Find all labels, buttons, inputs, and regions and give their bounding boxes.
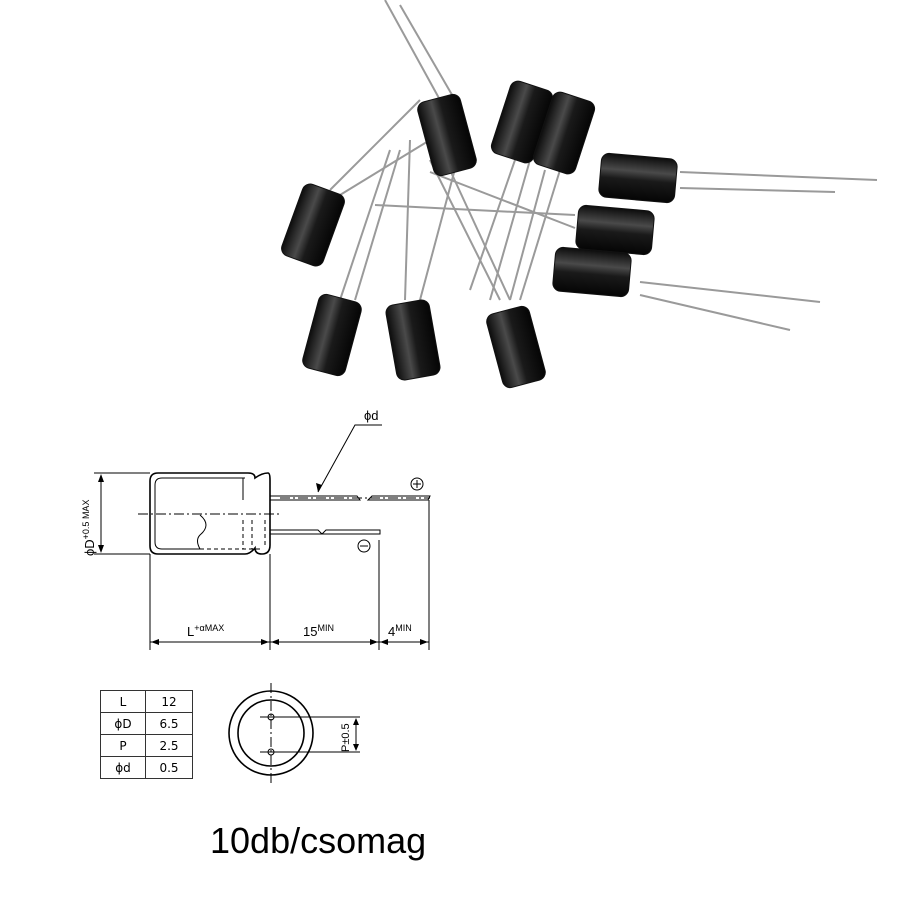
capacitor bbox=[385, 299, 441, 381]
spec-key: P bbox=[100, 734, 146, 757]
pitch-label: P±0.5 bbox=[340, 723, 352, 752]
spec-value: 12 bbox=[145, 690, 193, 713]
spec-key: ϕd bbox=[100, 756, 146, 779]
capacitor bbox=[486, 305, 546, 389]
capacitors bbox=[281, 80, 678, 389]
quantity-caption: 10db/csomag bbox=[210, 820, 427, 861]
capacitor bbox=[575, 204, 655, 256]
capacitor bbox=[417, 93, 477, 177]
spec-value: 0.5 bbox=[145, 756, 193, 779]
capacitor bbox=[281, 183, 345, 267]
capacitor-leads bbox=[329, 0, 878, 331]
length-dimension: L+αMAX bbox=[187, 623, 224, 639]
spec-value: 2.5 bbox=[145, 734, 193, 757]
spec-value: 6.5 bbox=[145, 712, 193, 735]
capacitor bbox=[532, 91, 596, 175]
positive-terminal-icon bbox=[410, 477, 424, 491]
lead-length-dimension: 15MIN bbox=[303, 623, 334, 639]
spec-key: ϕD bbox=[100, 712, 146, 735]
capacitor-photo bbox=[281, 0, 878, 389]
lead-offset-dimension: 4MIN bbox=[388, 623, 412, 639]
negative-terminal-icon bbox=[357, 539, 371, 553]
capacitor bbox=[302, 293, 362, 377]
lead-diameter-label: ϕd bbox=[364, 408, 379, 423]
spec-key: L bbox=[100, 690, 146, 713]
capacitor bbox=[598, 152, 678, 204]
dimension-drawing: ϕd ϕD+0.5 MAX L+αMAX 15MIN 4MIN bbox=[81, 408, 431, 650]
diameter-dimension: ϕD+0.5 MAX bbox=[81, 500, 97, 556]
capacitor bbox=[552, 246, 632, 298]
end-view-drawing: P±0.5 bbox=[228, 683, 360, 783]
capacitor-outline bbox=[149, 472, 271, 555]
